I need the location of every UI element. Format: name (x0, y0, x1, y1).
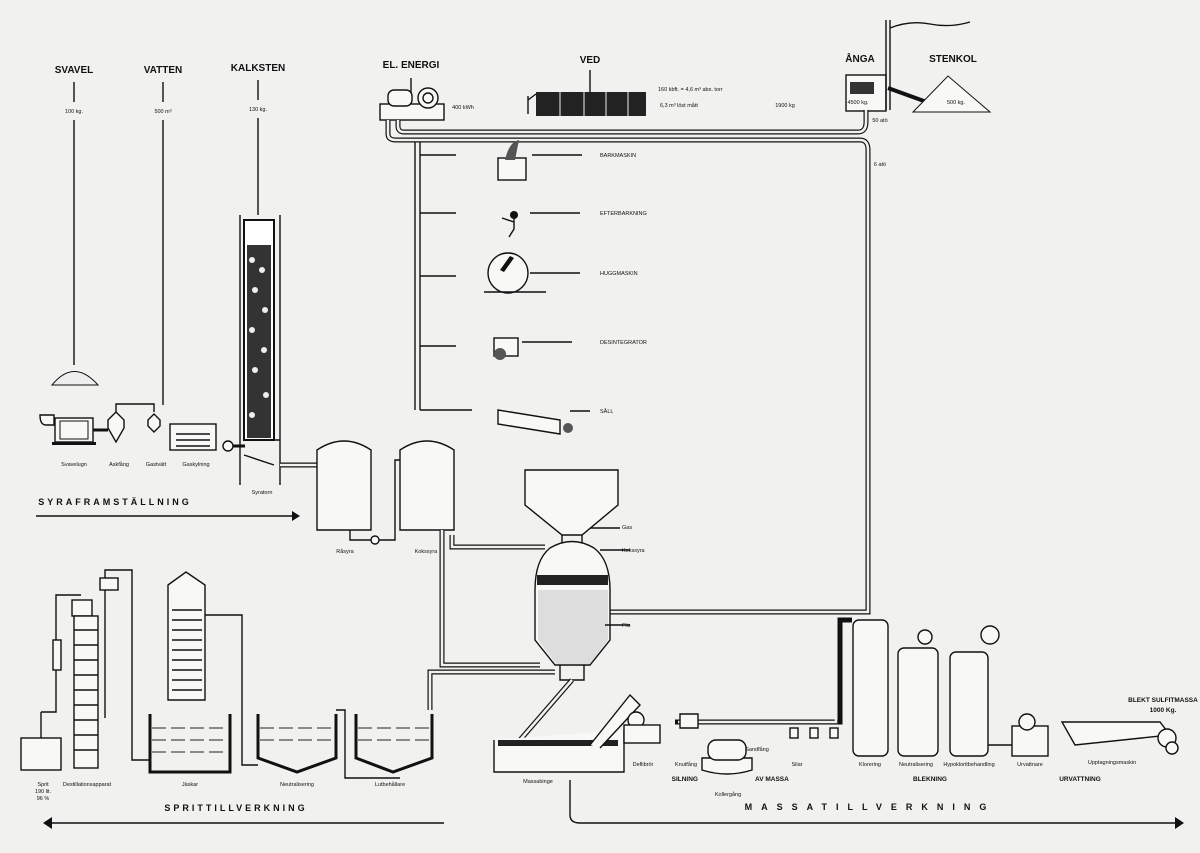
label-urvattnare: Urvattnare (1017, 762, 1043, 768)
product-weight: 1000 Kg. (1150, 707, 1177, 714)
pressure-50: 50 atö (872, 118, 887, 124)
spirit-product-2: 190 lit. (35, 789, 52, 795)
label-klorering: Klorering (859, 762, 881, 768)
section-spritttillverkning: SPRITTILLVERKNING (164, 803, 307, 813)
pulp-plant: Massabinge Deflibrör Knutfång Sandfång S… (493, 617, 1198, 798)
svavel-label: SVAVEL (55, 65, 94, 76)
ved-line1: 160 kbft. = 4,6 m³ abs. torr (658, 87, 723, 93)
label-hypokloritbehandling: Hypokloritbehandling (943, 762, 994, 768)
step-efterbarkning: EFTERBARKNING (600, 211, 647, 217)
el-energi-label: EL. ENERGI (383, 60, 440, 71)
section-massatillverkning: MASSATILLVERKNING (745, 802, 996, 812)
vatten-amount: 500 m³ (154, 109, 171, 115)
ved-weight: 1900 kg (775, 103, 795, 109)
stenkol-amount: 500 kg. (947, 100, 966, 106)
svavel-amount: 100 kg. (65, 109, 84, 115)
boiler: ÅNGA STENKOL 4500 kg. 500 kg. 50 atö 6 a… (845, 20, 992, 168)
spirit-product-1: Sprit (37, 782, 49, 788)
step-sall: SÅLL (600, 408, 613, 415)
label-upptagningsmaskin: Upptagningsmaskin (1088, 760, 1136, 766)
steam-pipes (385, 110, 871, 615)
label-askfang: Askfång (109, 461, 129, 468)
el-energi-amount: 400 kWh (452, 105, 474, 111)
kalksten-amount: 130 kg. (249, 107, 268, 113)
label-silar: Silar (791, 762, 802, 768)
label-flis: Flis (622, 623, 631, 629)
label-urvattning: URVATTNING (1059, 776, 1101, 783)
spirit-product-3: 96 % (37, 796, 50, 802)
el-energi: EL. ENERGI 400 kWh (379, 60, 474, 121)
input-svavel: SVAVEL 100 kg. (55, 65, 94, 365)
anga-label: ÅNGA (845, 52, 874, 65)
label-neutralisering-sprit: Neutralisering (280, 782, 314, 788)
label-gaskylning: Gaskylning (182, 462, 209, 468)
label-gas: Gas (622, 525, 632, 531)
label-deflibror: Deflibrör (633, 762, 654, 768)
input-vatten: VATTEN 500 m³ (144, 65, 183, 405)
input-kalksten: KALKSTEN 130 kg. (231, 63, 285, 215)
label-svavelugn: Svavelugn (61, 462, 87, 468)
label-massabinge: Massabinge (523, 779, 553, 785)
label-digester-kokssyra: Kokssyra (622, 548, 646, 554)
label-jaskar: Jäskar (182, 782, 198, 788)
syratorn: Syratorn (239, 215, 281, 496)
digester: Gas Kokssyra Flis (427, 469, 646, 742)
label-lutbehallare: Lutbehållare (375, 781, 405, 788)
anga-amount: 4500 kg. (847, 100, 869, 106)
product-sulfitmassa: BLEKT SULFITMASSA (1128, 697, 1198, 704)
pressure-6: 6 atö (874, 162, 886, 168)
ved-label: VED (580, 55, 601, 66)
kalksten-label: KALKSTEN (231, 63, 285, 74)
label-blekning: BLEKNING (913, 776, 947, 783)
label-gastvatt: Gastvätt (146, 462, 167, 468)
step-huggmaskin: HUGGMASKIN (600, 271, 638, 277)
ved-line2: 6,3 m³ löst mått (660, 102, 698, 109)
label-knutfang: Knutfång (675, 761, 697, 768)
label-destillationsapparat: Destillationsapparat (63, 782, 112, 788)
stenkol-label: STENKOL (929, 54, 977, 65)
step-desintegrator: DESINTEGRATOR (600, 340, 647, 346)
ved: VED 160 kbft. = 4,6 m³ abs. torr 6,3 m³ … (527, 55, 795, 116)
label-kollergang: Kollergång (715, 791, 741, 798)
label-rasyra: Råsyra (336, 548, 354, 555)
label-av-massa: AV MASSA (755, 776, 789, 783)
vatten-label: VATTEN (144, 65, 183, 76)
spirit-plant: Sprit 190 lit. 96 % Destillationsapparat… (20, 569, 434, 802)
section-syraframstallning: SYRAFRAMSTÄLLNING (38, 497, 192, 507)
label-silning: SILNING (672, 776, 698, 783)
label-syratorn: Syratorn (252, 490, 273, 496)
step-barkmaskin: BARKMASKIN (600, 153, 636, 159)
acid-plant: Svavelugn Askfång Gastvätt Gaskylning (39, 371, 245, 468)
acid-tanks: Råsyra Kokssyra (280, 440, 545, 668)
label-kokssyra: Kokssyra (415, 549, 439, 555)
wood-steps: BARKMASKIN EFTERBARKNING HUGGMASKIN DESI… (484, 140, 647, 435)
label-neutralisering-massa: Neutralisering (899, 762, 933, 768)
label-sandfang: Sandfång (745, 746, 769, 753)
